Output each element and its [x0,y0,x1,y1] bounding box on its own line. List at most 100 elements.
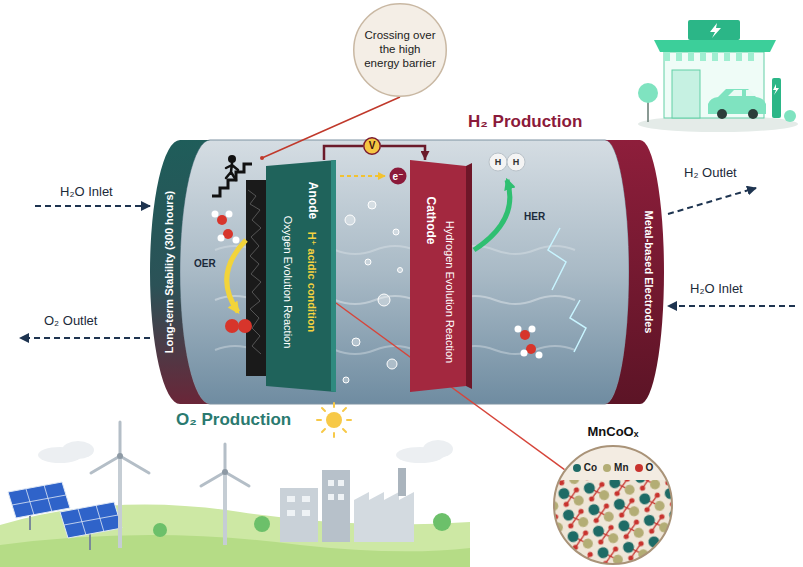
legend-text: Mn [614,462,628,474]
atom-symbol: H [513,157,520,168]
cathode-face [410,160,466,392]
flow-arrows [20,188,795,338]
landscape [287,510,295,516]
hydrogen-molecule [489,153,525,171]
flow-arrows [668,188,756,214]
water-molecules-left [223,229,233,239]
section-title: O₂ Production [176,410,291,430]
circuit-wire [324,146,363,160]
flow-label: O₂ Outlet [44,313,97,329]
electrolyzer-cylinder [605,140,664,404]
reaction-label: HER [524,211,545,223]
water-molecules-right [520,330,530,340]
electrolyzer-cylinder [180,140,629,404]
oxygen-molecule [238,319,252,333]
electrode-label: Hydrogen Evolution Reaction [443,192,457,392]
callout-circle-shape [354,4,447,97]
landscape [338,494,344,500]
charging-station [772,78,781,118]
anode-plate-outline [262,160,336,392]
anode-edge [331,160,336,392]
landscape [60,502,122,538]
landscape [223,472,227,545]
callout-circle: Crossing over the high energy barrier [353,3,447,97]
water-molecules-right [515,326,543,359]
charging-station [688,20,740,40]
water-molecules-left [233,237,240,244]
water-molecules-left [226,211,233,218]
band-label: Long-term Stability (300 hours) [162,174,176,370]
electron-symbol: e⁻ [390,168,407,185]
landscape [322,470,350,542]
charging-station [700,52,706,61]
bubbles [343,377,349,383]
legend-swatch [635,464,643,472]
charging-station [773,84,779,95]
charging-station [784,110,796,122]
legend-item: Mn [603,462,628,474]
charging-station [712,52,718,61]
bubbles [393,229,399,235]
legend-swatch [573,464,581,472]
charging-station [748,52,754,61]
legend-item: Co [573,462,597,474]
atom-symbol: H [495,157,502,168]
oxygen-molecule [225,319,239,333]
charging-station [736,52,742,61]
charging-station [710,23,721,38]
spark-lines [570,300,586,352]
spark-lines [548,228,566,290]
band-label: Metal-based Electrodes [642,180,656,364]
cathode-plate: Cathode Hydrogen Evolution Reaction [410,160,472,392]
water-molecules-left [218,235,225,242]
charging-station [638,83,658,103]
crystal-inset [553,480,673,567]
oer-arrow [227,240,246,312]
landscape [302,510,310,516]
landscape [117,453,123,459]
anode-face [266,160,336,392]
legend-item: O [635,462,654,474]
bubbles [368,201,376,209]
charging-station [672,70,700,118]
charging-station [647,100,649,122]
landscape [338,480,344,486]
landscape [118,456,122,548]
voltage-symbol: V [369,140,376,152]
bubbles [378,294,390,306]
landscape [62,441,94,459]
landscape [433,513,451,531]
hydrogen-molecule [507,153,525,171]
reaction-label: OER [194,258,216,270]
voltmeter-circle: V [363,137,381,155]
water-molecules-right [526,344,536,354]
electrode-band: Metal-based Electrodes [641,180,657,364]
material-inset: MnCoOₓ [553,445,673,565]
charging-station [676,52,682,61]
cathode-edge [466,163,472,389]
landscape [328,494,334,500]
legend-swatch [603,464,611,472]
electrolyzer-cylinder [150,140,664,404]
landscape [89,532,91,550]
landscape [91,422,149,473]
catalyst-layer [246,180,266,376]
charging-station [748,109,758,119]
electrolyzer-cylinder [150,140,210,404]
landscape [280,488,318,542]
bubbles [343,201,403,383]
landscape [423,440,453,458]
electrode-label: H⁺ acidic condition [305,227,319,337]
charging-station [654,40,776,52]
stairs-climber [226,163,238,180]
circuit-wire [381,146,425,160]
charging-station [717,109,727,119]
landscape [0,403,470,567]
flow-label: H₂ Outlet [684,165,737,181]
water-molecules-left [217,215,227,225]
electrode-label: Cathode [423,175,438,265]
oxygen-molecule [225,319,252,333]
material-inset-shape [554,446,672,564]
